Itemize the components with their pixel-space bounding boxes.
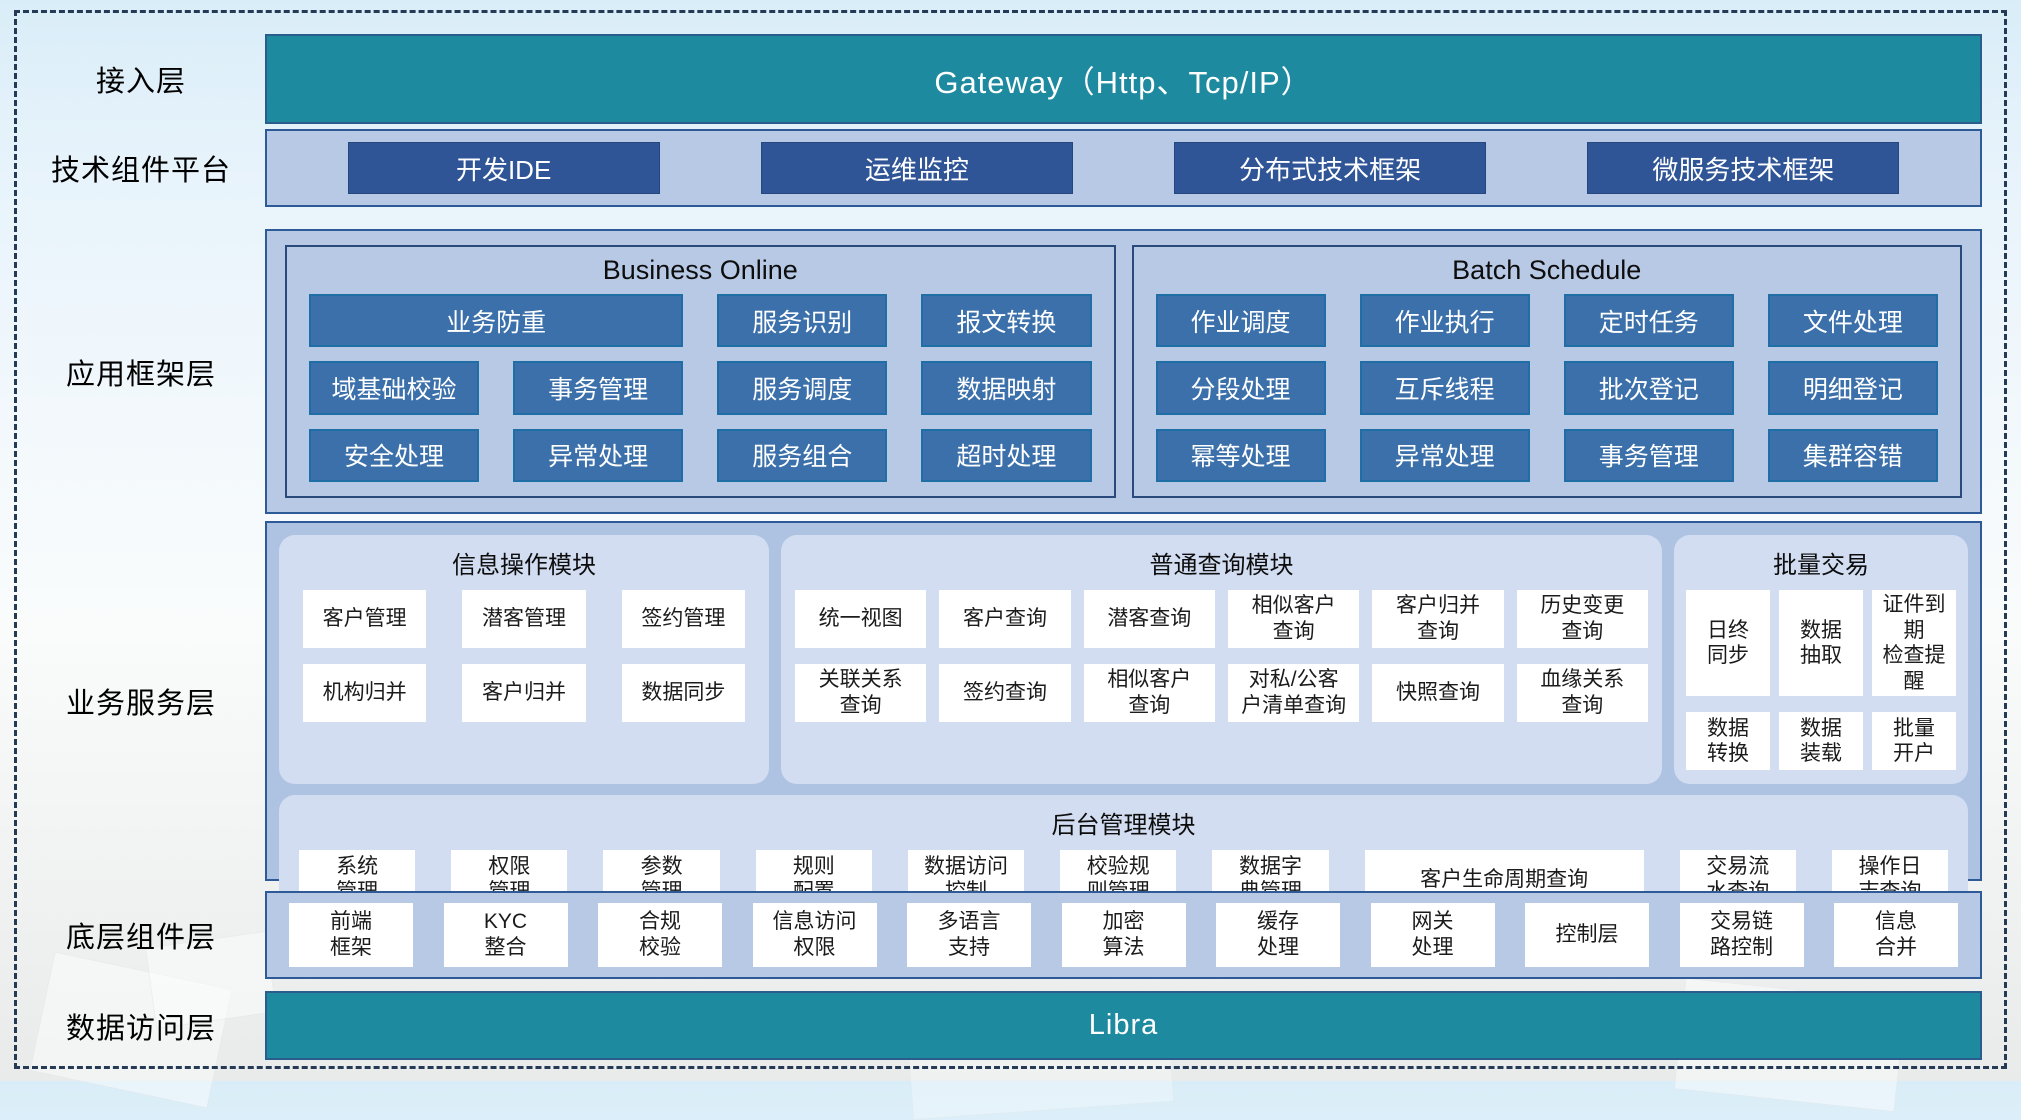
layer-base-components: 底层组件层 前端 框架 KYC 整合合规 校验信息访问 权限多语言 支持加密 算法… (17, 891, 1982, 979)
service-cell: 客户查询 (939, 590, 1071, 648)
batch-schedule-box: Batch Schedule 作业调度作业执行定时任务文件处理分段处理互斥线程批… (1131, 245, 1962, 498)
business-online-item: 域基础校验 (309, 361, 480, 415)
layer-label-base-components: 底层组件层 (65, 922, 216, 954)
batch-schedule-item: 异常处理 (1359, 428, 1530, 482)
base-component-cell: 控制层 (1525, 903, 1649, 967)
service-cell: 客户归并 (462, 664, 586, 722)
business-online-item: 异常处理 (513, 428, 684, 482)
business-online-item: 服务组合 (717, 428, 888, 482)
gateway-bar: Gateway（Http、Tcp/IP） (265, 34, 1982, 124)
business-online-item: 业务防重 (309, 294, 684, 348)
app-framework-container: Business Online 业务防重服务识别报文转换域基础校验事务管理服务调… (265, 229, 1982, 514)
tech-platform-item: 微服务技术框架 (1587, 142, 1900, 194)
batch-schedule-item: 集群容错 (1767, 428, 1938, 482)
batch-trade-grid: 日终 同步数据 抽取证件到期 检查提醒数据 转换数据 装载批量 开户 (1686, 590, 1956, 771)
base-components-container: 前端 框架 KYC 整合合规 校验信息访问 权限多语言 支持加密 算法缓存 处理网… (265, 891, 1982, 979)
service-cell: 血缘关系 查询 (1516, 664, 1648, 722)
service-cell: 快照查询 (1372, 664, 1504, 722)
libra-bar: Libra (265, 991, 1982, 1060)
batch-trade-title: 批量交易 (1773, 552, 1869, 579)
business-online-grid: 业务防重服务识别报文转换域基础校验事务管理服务调度数据映射安全处理异常处理服务组… (309, 294, 1092, 482)
tech-platform-bar: 开发IDE 运维监控 分布式技术框架 微服务技术框架 (265, 129, 1982, 207)
batch-schedule-item: 幂等处理 (1155, 428, 1326, 482)
service-cell: 证件到期 检查提醒 (1872, 590, 1956, 697)
business-online-item: 报文转换 (921, 294, 1092, 348)
base-component-cell: 信息访问 权限 (752, 903, 877, 967)
layer-label-tech-platform: 技术组件平台 (50, 155, 231, 187)
layer-label-app-framework: 应用框架层 (65, 358, 216, 391)
service-cell: 批量 开户 (1872, 712, 1956, 771)
service-cell: 签约管理 (621, 590, 745, 648)
info-operation-module: 信息操作模块 客户管理潜客管理签约管理机构归并客户归并数据同步 (279, 535, 769, 785)
batch-schedule-item: 作业调度 (1155, 294, 1326, 348)
service-cell: 日终 同步 (1686, 590, 1770, 697)
tech-platform-item: 开发IDE (347, 142, 660, 194)
service-cell: 历史变更 查询 (1516, 590, 1648, 648)
layer-label-business-service: 业务服务层 (65, 688, 216, 720)
service-cell: 数据 装载 (1779, 712, 1863, 771)
info-operation-title: 信息操作模块 (452, 552, 596, 579)
base-component-cell: KYC 整合 (443, 903, 568, 967)
general-query-grid: 统一视图客户查询潜客查询相似客户 查询客户归并 查询历史变更 查询关联关系 查询… (795, 590, 1648, 768)
base-component-cell: 交易链 路控制 (1679, 903, 1804, 967)
layer-access: 接入层 Gateway（Http、Tcp/IP） (17, 34, 1982, 124)
service-cell: 相似客户 查询 (1083, 664, 1215, 722)
layer-business-service: 业务服务层 信息操作模块 客户管理潜客管理签约管理机构归并客户归并数据同步 普通… (17, 521, 1982, 923)
batch-schedule-item: 分段处理 (1155, 361, 1326, 415)
service-cell: 签约查询 (939, 664, 1071, 722)
base-component-cell: 多语言 支持 (907, 903, 1031, 967)
service-cell: 潜客查询 (1083, 590, 1215, 648)
admin-module-title: 后台管理模块 (1051, 812, 1196, 840)
service-cell: 关联关系 查询 (795, 664, 927, 722)
base-component-cell: 加密 算法 (1061, 903, 1186, 967)
layer-tech-platform: 技术组件平台 开发IDE 运维监控 分布式技术框架 微服务技术框架 (17, 129, 1982, 207)
layer-label-data-access: 数据访问层 (65, 1012, 216, 1045)
batch-schedule-item: 文件处理 (1767, 294, 1938, 348)
batch-schedule-item: 批次登记 (1563, 361, 1734, 415)
general-query-module: 普通查询模块 统一视图客户查询潜客查询相似客户 查询客户归并 查询历史变更 查询… (781, 535, 1662, 785)
batch-schedule-item: 互斥线程 (1359, 361, 1530, 415)
business-online-item: 服务识别 (717, 294, 888, 348)
batch-schedule-item: 定时任务 (1563, 294, 1734, 348)
business-online-item: 安全处理 (309, 428, 480, 482)
business-online-item: 服务调度 (717, 361, 888, 415)
base-component-cell: 网关 处理 (1370, 903, 1495, 967)
service-cell: 数据同步 (621, 664, 745, 722)
business-online-item: 事务管理 (513, 361, 684, 415)
batch-schedule-item: 明细登记 (1767, 361, 1938, 415)
service-cell: 客户管理 (303, 590, 427, 648)
service-cell: 潜客管理 (462, 590, 586, 648)
business-online-item: 数据映射 (921, 361, 1092, 415)
service-cell: 相似客户 查询 (1227, 590, 1360, 648)
info-operation-grid: 客户管理潜客管理签约管理机构归并客户归并数据同步 (303, 590, 745, 766)
batch-schedule-grid: 作业调度作业执行定时任务文件处理分段处理互斥线程批次登记明细登记幂等处理异常处理… (1155, 294, 1938, 482)
business-online-title: Business Online (602, 255, 798, 285)
service-cell: 数据 转换 (1686, 712, 1770, 771)
tech-platform-item: 运维监控 (760, 142, 1073, 194)
service-cell: 对私/公客 户清单查询 (1227, 664, 1360, 722)
base-component-cell: 合规 校验 (598, 903, 722, 967)
architecture-diagram-frame: 接入层 Gateway（Http、Tcp/IP） 技术组件平台 开发IDE 运维监… (14, 10, 2007, 1069)
batch-schedule-item: 事务管理 (1563, 428, 1734, 482)
service-cell: 统一视图 (795, 590, 927, 648)
base-component-cell: 前端 框架 (289, 903, 413, 967)
batch-schedule-item: 作业执行 (1359, 294, 1530, 348)
service-cell: 数据 抽取 (1779, 590, 1863, 697)
layer-app-framework: 应用框架层 Business Online 业务防重服务识别报文转换域基础校验事… (17, 229, 1982, 514)
batch-trade-module: 批量交易 日终 同步数据 抽取证件到期 检查提醒数据 转换数据 装载批量 开户 (1674, 535, 1968, 785)
batch-schedule-title: Batch Schedule (1452, 255, 1642, 285)
layer-data-access: 数据访问层 Libra (17, 991, 1982, 1060)
business-service-container: 信息操作模块 客户管理潜客管理签约管理机构归并客户归并数据同步 普通查询模块 统… (265, 521, 1982, 923)
base-component-cell: 信息 合并 (1834, 903, 1958, 967)
business-online-box: Business Online 业务防重服务识别报文转换域基础校验事务管理服务调… (285, 245, 1116, 498)
business-online-item: 超时处理 (921, 428, 1092, 482)
base-component-cell: 缓存 处理 (1216, 903, 1340, 967)
service-cell: 机构归并 (303, 664, 427, 722)
service-cell: 客户归并 查询 (1372, 590, 1504, 648)
general-query-title: 普通查询模块 (1149, 552, 1294, 579)
tech-platform-item: 分布式技术框架 (1174, 142, 1487, 194)
layer-label-access: 接入层 (95, 66, 186, 98)
